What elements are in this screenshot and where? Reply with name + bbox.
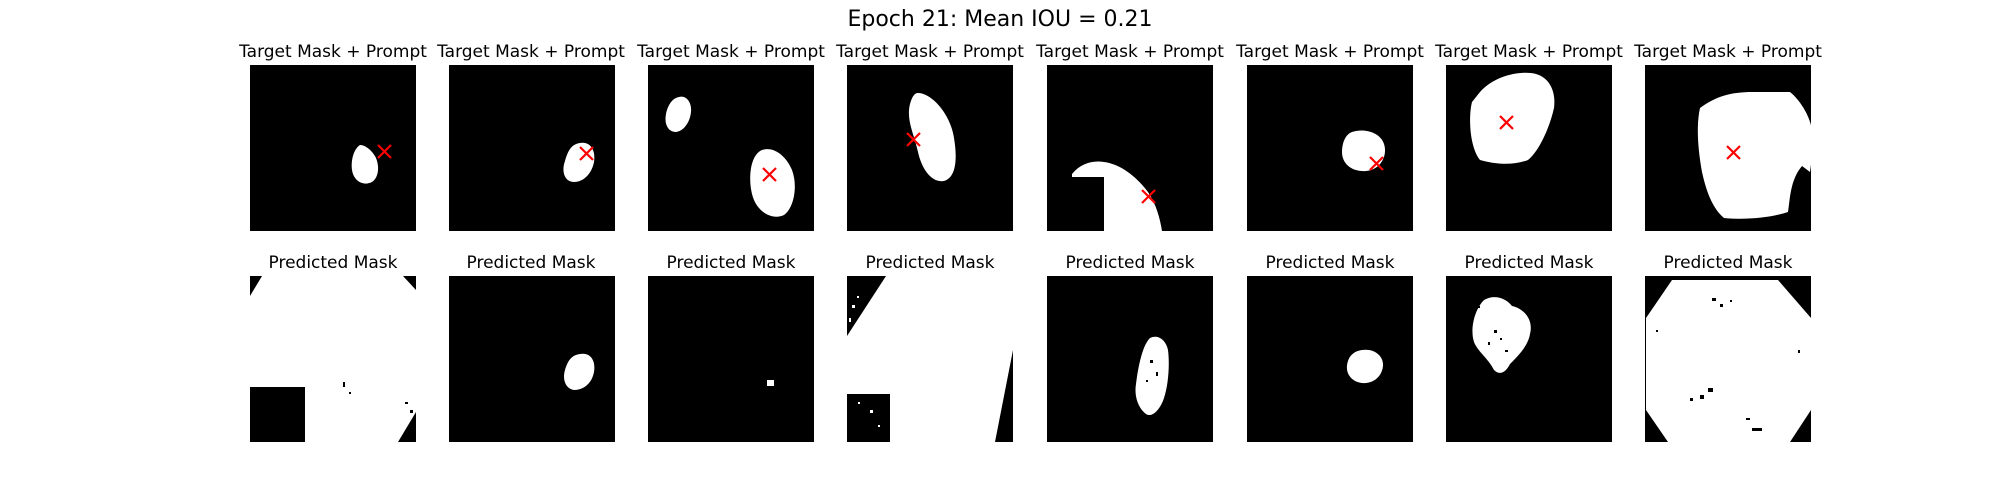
predicted-panel-title: Predicted Mask	[467, 253, 596, 273]
predicted-panel-title: Predicted Mask	[1465, 253, 1594, 273]
target-panel-8: Target Mask + Prompt	[1633, 42, 1822, 231]
target-mask-blob	[750, 149, 795, 217]
prediction-noise	[1478, 306, 1508, 352]
mask-background	[250, 65, 416, 231]
prediction-noise	[849, 296, 880, 427]
predicted-panel-title: Predicted Mask	[269, 253, 398, 273]
predicted-panel-title: Predicted Mask	[1266, 253, 1395, 273]
predicted-panel-title: Predicted Mask	[866, 253, 995, 273]
target-panel-1: Target Mask + Prompt	[238, 42, 427, 231]
target-panel-2: Target Mask + Prompt	[436, 42, 625, 231]
predicted-panel-3: Predicted Mask	[648, 253, 814, 442]
target-panel-title: Target Mask + Prompt	[636, 42, 825, 62]
predicted-panel-1: Predicted Mask	[250, 253, 416, 442]
predicted-mask-region	[1135, 336, 1169, 416]
x-mark-icon	[1499, 115, 1514, 130]
mask-background	[1446, 276, 1612, 442]
predicted-mask-region	[767, 380, 774, 386]
mask-background	[648, 276, 814, 442]
prediction-noise	[1656, 298, 1800, 431]
predicted-panel-7: Predicted Mask	[1446, 253, 1612, 442]
mask-background	[1247, 65, 1413, 231]
target-panel-title: Target Mask + Prompt	[1235, 42, 1424, 62]
target-mask-blob	[1697, 92, 1812, 219]
x-mark-icon	[1726, 145, 1741, 160]
x-mark-icon	[579, 146, 594, 161]
predicted-panel-6: Predicted Mask	[1247, 253, 1413, 442]
predicted-panel-title: Predicted Mask	[1066, 253, 1195, 273]
target-panel-4: Target Mask + Prompt	[835, 42, 1024, 231]
prediction-noise	[343, 382, 413, 413]
predicted-mask-region	[564, 353, 595, 390]
figure-title: Epoch 21: Mean IOU = 0.21	[847, 7, 1152, 32]
target-mask-blob	[1072, 161, 1162, 231]
target-panel-title: Target Mask + Prompt	[1633, 42, 1822, 62]
predicted-mask-region	[847, 276, 1013, 442]
x-mark-icon	[377, 144, 392, 159]
target-panel-title: Target Mask + Prompt	[238, 42, 427, 62]
target-panel-title: Target Mask + Prompt	[1434, 42, 1623, 62]
prediction-noise	[1146, 360, 1158, 382]
target-mask-blob	[908, 92, 956, 182]
predicted-mask-region	[1472, 297, 1531, 373]
predicted-panel-5: Predicted Mask	[1047, 253, 1213, 442]
mask-background	[1047, 276, 1213, 442]
predicted-panel-title: Predicted Mask	[667, 253, 796, 273]
x-mark-icon	[1141, 189, 1156, 204]
target-panel-6: Target Mask + Prompt	[1235, 42, 1424, 231]
x-mark-icon	[762, 167, 777, 182]
target-mask-blob	[665, 96, 692, 132]
x-mark-icon	[1369, 156, 1384, 171]
predicted-mask-region	[250, 276, 416, 442]
predicted-panel-8: Predicted Mask	[1645, 253, 1811, 442]
target-panel-5: Target Mask + Prompt	[1035, 42, 1224, 231]
target-panel-3: Target Mask + Prompt	[636, 42, 825, 231]
target-panel-7: Target Mask + Prompt	[1434, 42, 1623, 231]
target-mask-blob	[351, 145, 379, 184]
predicted-mask-region	[1346, 349, 1384, 384]
predicted-panel-2: Predicted Mask	[449, 253, 615, 442]
target-panel-title: Target Mask + Prompt	[436, 42, 625, 62]
mask-background	[1247, 276, 1413, 442]
predicted-mask-region	[1646, 280, 1811, 442]
target-panel-title: Target Mask + Prompt	[835, 42, 1024, 62]
target-panel-title: Target Mask + Prompt	[1035, 42, 1224, 62]
x-mark-icon	[906, 132, 921, 147]
predicted-panel-title: Predicted Mask	[1664, 253, 1793, 273]
predicted-panel-4: Predicted Mask	[847, 253, 1013, 442]
